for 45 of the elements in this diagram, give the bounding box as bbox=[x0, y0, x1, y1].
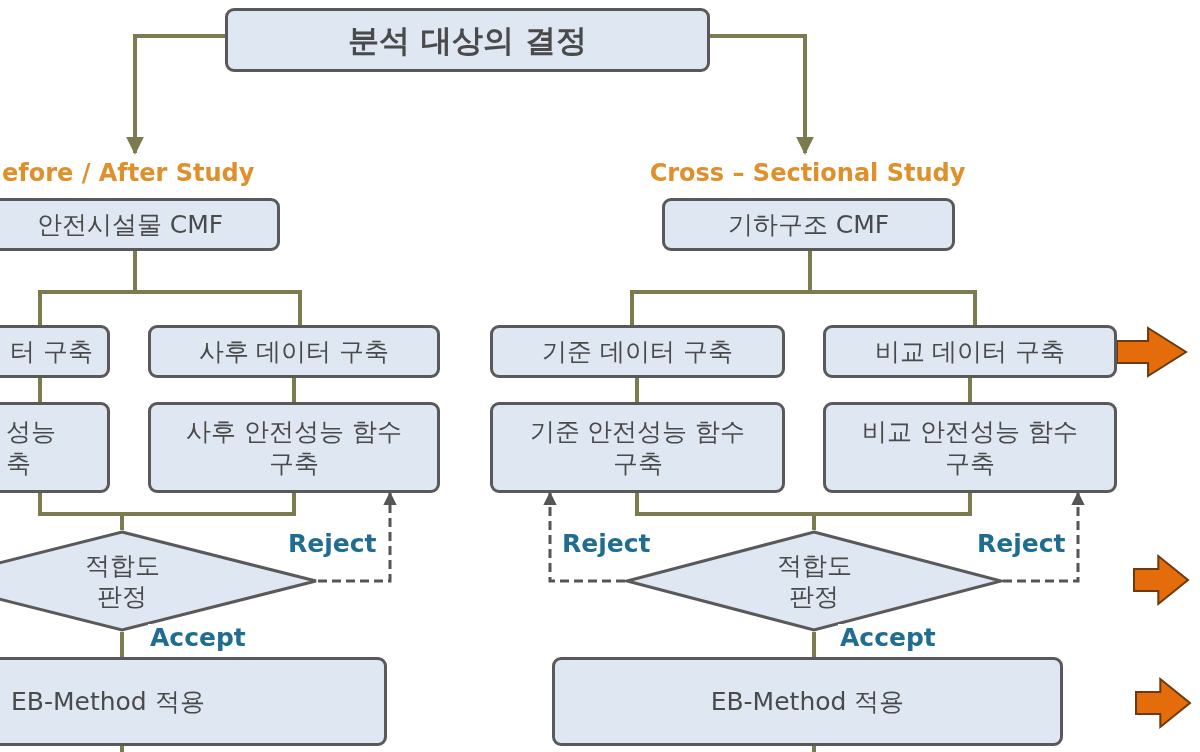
process-box bbox=[823, 325, 1117, 378]
edge-label: Accept bbox=[148, 624, 248, 652]
process-box bbox=[148, 402, 440, 493]
process-box bbox=[0, 198, 280, 251]
box-label: 비교 데이터 구축 bbox=[874, 335, 1066, 368]
box-label: 사후 안전성능 함수 구축 bbox=[185, 416, 403, 479]
arrow bbox=[126, 34, 225, 155]
process-box bbox=[148, 325, 440, 378]
box-label: EB-Method 적용 bbox=[710, 685, 905, 718]
process-box bbox=[552, 657, 1063, 746]
heading-text: efore / After Study bbox=[2, 158, 255, 188]
box-label: 기준 안전성능 함수 구축 bbox=[528, 416, 747, 479]
block-arrow bbox=[1116, 326, 1188, 378]
connector-line bbox=[635, 378, 639, 402]
arrow bbox=[1003, 491, 1085, 583]
box-label: 분석 대상의 결정 bbox=[348, 20, 587, 60]
arrow bbox=[710, 34, 814, 155]
process-box bbox=[662, 198, 955, 251]
box-label: 안전시설물 CMF bbox=[36, 208, 224, 241]
box-label: 비교 안전성능 함수 구축 bbox=[861, 416, 1079, 479]
box-label: EB-Method 적용 bbox=[11, 685, 205, 718]
decision-label: 적합도 판정 bbox=[775, 549, 853, 613]
connector-line bbox=[812, 493, 972, 530]
box-label: 터 구축 bbox=[10, 335, 93, 368]
connector-line bbox=[292, 378, 296, 402]
box-label: 기하구조 CMF bbox=[727, 208, 890, 241]
box-label: 기준 데이터 구축 bbox=[542, 335, 733, 368]
process-box bbox=[823, 402, 1117, 493]
connector-line bbox=[812, 632, 816, 657]
arrow bbox=[318, 491, 397, 583]
box-label: 사후 데이터 구축 bbox=[198, 335, 390, 368]
box-label: 성능 축 bbox=[6, 416, 57, 479]
connector-line bbox=[120, 632, 124, 657]
connector-line bbox=[812, 746, 816, 752]
edge-label: Accept bbox=[838, 624, 938, 652]
decision-label: 적합도 판정 bbox=[83, 549, 161, 613]
process-box bbox=[225, 8, 710, 72]
arrow bbox=[543, 491, 625, 583]
connector-line bbox=[968, 378, 972, 402]
process-box bbox=[490, 402, 785, 493]
connector-line bbox=[38, 378, 42, 402]
connector-line bbox=[120, 746, 124, 752]
process-box bbox=[490, 325, 785, 378]
heading-text: Cross – Sectional Study bbox=[649, 158, 966, 188]
connector-line bbox=[120, 493, 296, 530]
